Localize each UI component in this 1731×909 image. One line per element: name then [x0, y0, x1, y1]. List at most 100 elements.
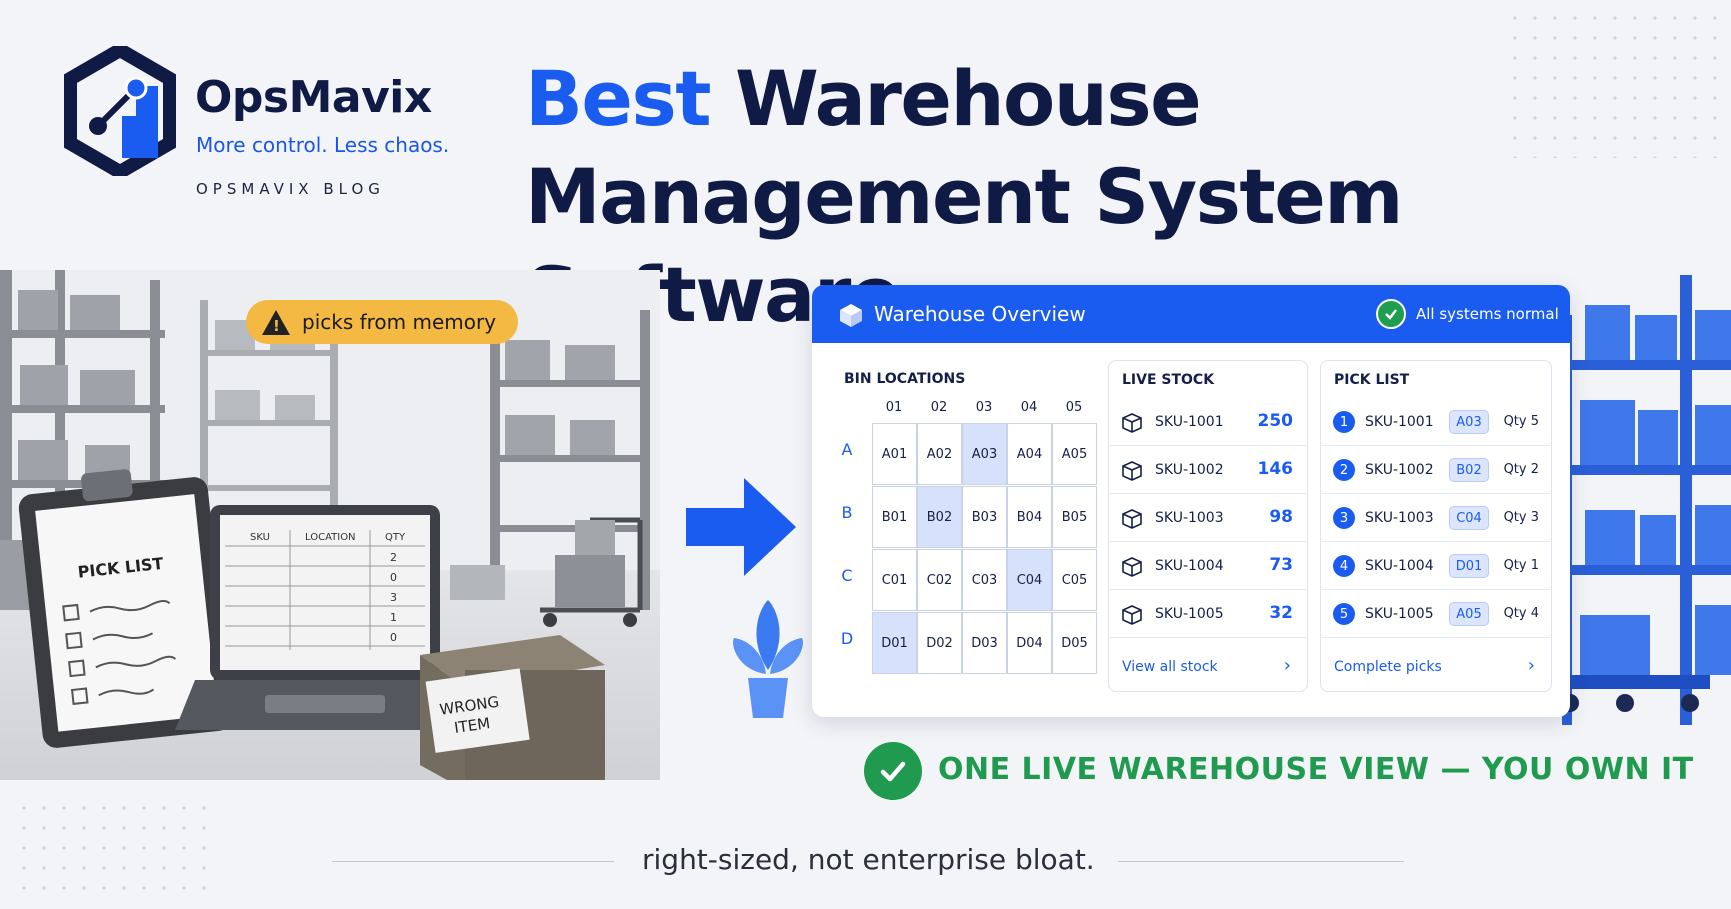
- bin-cell[interactable]: C02: [917, 549, 962, 611]
- pick-row[interactable]: 2 SKU-1002 B02 Qty 2: [1321, 446, 1551, 494]
- location-badge: C04: [1449, 506, 1489, 530]
- bin-cell[interactable]: C01: [872, 549, 917, 611]
- chevron-right-icon[interactable]: ›: [1283, 655, 1291, 676]
- laptop-qty-3: 3: [390, 591, 397, 604]
- bin-cell[interactable]: B04: [1007, 486, 1052, 548]
- live-stock-title: LIVE STOCK: [1122, 372, 1215, 388]
- divider-right: [1118, 861, 1404, 862]
- box-icon: [1122, 461, 1142, 481]
- location-badge: B02: [1449, 458, 1489, 482]
- location-badge: A05: [1449, 602, 1489, 626]
- stock-row[interactable]: SKU-1003 98: [1109, 494, 1307, 542]
- stock-qty: 146: [1257, 459, 1294, 479]
- clipboard-icon: PICK LIST: [18, 469, 232, 748]
- bin-cell[interactable]: D01: [872, 612, 917, 674]
- pick-row[interactable]: 3 SKU-1003 C04 Qty 3: [1321, 494, 1551, 542]
- pick-row[interactable]: 4 SKU-1004 D01 Qty 1: [1321, 542, 1551, 590]
- step-number-badge: 5: [1333, 603, 1355, 625]
- laptop-col-location: LOCATION: [305, 532, 356, 543]
- system-status: All systems normal: [1376, 299, 1559, 329]
- bin-col-header: 01: [885, 400, 903, 415]
- pick-qty: Qty 1: [1503, 558, 1539, 573]
- bin-cell[interactable]: D04: [1007, 612, 1052, 674]
- pick-qty: Qty 4: [1503, 606, 1539, 621]
- stock-row[interactable]: SKU-1005 32: [1109, 590, 1307, 638]
- bin-row-header: A: [841, 440, 853, 459]
- laptop-qty-4: 1: [390, 611, 397, 624]
- bin-col-header: 02: [930, 400, 948, 415]
- laptop-qty-1: 2: [390, 551, 397, 564]
- wrong-item-box-icon: WRONG ITEM: [420, 635, 605, 780]
- dashboard-title: Warehouse Overview: [874, 302, 1086, 326]
- bin-cell[interactable]: A04: [1007, 423, 1052, 485]
- pick-sku: SKU-1002: [1365, 462, 1434, 478]
- box-icon: [1122, 509, 1142, 529]
- bin-locations-title: BIN LOCATIONS: [844, 371, 966, 387]
- bin-cell[interactable]: D03: [962, 612, 1007, 674]
- stock-row[interactable]: SKU-1002 146: [1109, 446, 1307, 494]
- bin-cell[interactable]: A02: [917, 423, 962, 485]
- step-number-badge: 2: [1333, 459, 1355, 481]
- ownership-statement: ONE LIVE WAREHOUSE VIEW — YOU OWN IT: [938, 752, 1694, 787]
- stock-sku: SKU-1005: [1155, 606, 1224, 622]
- stock-row[interactable]: SKU-1001 250: [1109, 398, 1307, 446]
- blog-label: OPSMAVIX BLOG: [196, 180, 385, 198]
- bin-col-header: 03: [975, 400, 993, 415]
- bin-cell[interactable]: C04: [1007, 549, 1052, 611]
- arrow-right-icon: [686, 478, 796, 576]
- dot-pattern-top-right: [1505, 8, 1727, 158]
- bin-cell[interactable]: B02: [917, 486, 962, 548]
- live-stock-card: LIVE STOCK SKU-1001 250 SKU-1002 146 SKU…: [1108, 360, 1308, 692]
- pick-list-title: PICK LIST: [1334, 372, 1410, 388]
- pick-row[interactable]: 1 SKU-1001 A03 Qty 5: [1321, 398, 1551, 446]
- stock-row[interactable]: SKU-1004 73: [1109, 542, 1307, 590]
- laptop-col-sku: SKU: [250, 532, 270, 543]
- chevron-right-icon[interactable]: ›: [1527, 655, 1535, 676]
- bin-cell[interactable]: A01: [872, 423, 917, 485]
- bin-row-header: B: [841, 503, 853, 522]
- bin-cell[interactable]: A05: [1052, 423, 1097, 485]
- status-text: All systems normal: [1416, 305, 1559, 323]
- box-icon: [1122, 605, 1142, 625]
- bin-cell[interactable]: C05: [1052, 549, 1097, 611]
- stock-sku: SKU-1003: [1155, 510, 1224, 526]
- bin-col-header: 04: [1020, 400, 1038, 415]
- headline-line-1: Best Warehouse: [525, 50, 1731, 148]
- bin-cell[interactable]: A03: [962, 423, 1007, 485]
- laptop-icon: SKU LOCATION QTY 2 0 3 1 0: [175, 505, 480, 730]
- bin-cell[interactable]: D02: [917, 612, 962, 674]
- step-number-badge: 4: [1333, 555, 1355, 577]
- step-number-badge: 1: [1333, 411, 1355, 433]
- bin-cell[interactable]: D05: [1052, 612, 1097, 674]
- plant-icon: [733, 600, 803, 718]
- warning-icon: [262, 309, 290, 335]
- bin-cell[interactable]: B01: [872, 486, 917, 548]
- cube-icon: [840, 304, 862, 327]
- success-check-icon: [864, 742, 922, 800]
- bin-cell[interactable]: B03: [962, 486, 1007, 548]
- stock-qty: 32: [1269, 603, 1293, 623]
- brand-name: OpsMavix: [195, 72, 432, 123]
- pick-sku: SKU-1001: [1365, 414, 1434, 430]
- check-circle-icon: [1376, 299, 1406, 329]
- bin-row-header: D: [840, 629, 854, 648]
- box-icon: [1122, 413, 1142, 433]
- footer-tagline: right-sized, not enterprise bloat.: [642, 843, 1095, 876]
- dot-pattern-bottom-left: [14, 798, 214, 903]
- complete-picks-link[interactable]: Complete picks: [1334, 659, 1442, 675]
- view-all-stock-link[interactable]: View all stock: [1122, 659, 1218, 675]
- box-icon: [1122, 557, 1142, 577]
- warehouse-chaos-illustration: PICK LIST SKU LOCATION QTY 2 0 3 1: [0, 270, 660, 780]
- stock-sku: SKU-1002: [1155, 462, 1224, 478]
- stock-qty: 73: [1269, 555, 1293, 575]
- bin-cell[interactable]: B05: [1052, 486, 1097, 548]
- bin-cell[interactable]: C03: [962, 549, 1007, 611]
- callout-text: picks from memory: [302, 310, 497, 334]
- pick-row[interactable]: 5 SKU-1005 A05 Qty 4: [1321, 590, 1551, 638]
- location-badge: A03: [1449, 410, 1489, 434]
- pick-list-card: PICK LIST 1 SKU-1001 A03 Qty 5 2 SKU-100…: [1320, 360, 1552, 692]
- bin-row-header: C: [841, 566, 853, 585]
- stock-sku: SKU-1004: [1155, 558, 1224, 574]
- stock-qty: 98: [1269, 507, 1293, 527]
- headline-line-1-rest: Warehouse: [735, 54, 1202, 143]
